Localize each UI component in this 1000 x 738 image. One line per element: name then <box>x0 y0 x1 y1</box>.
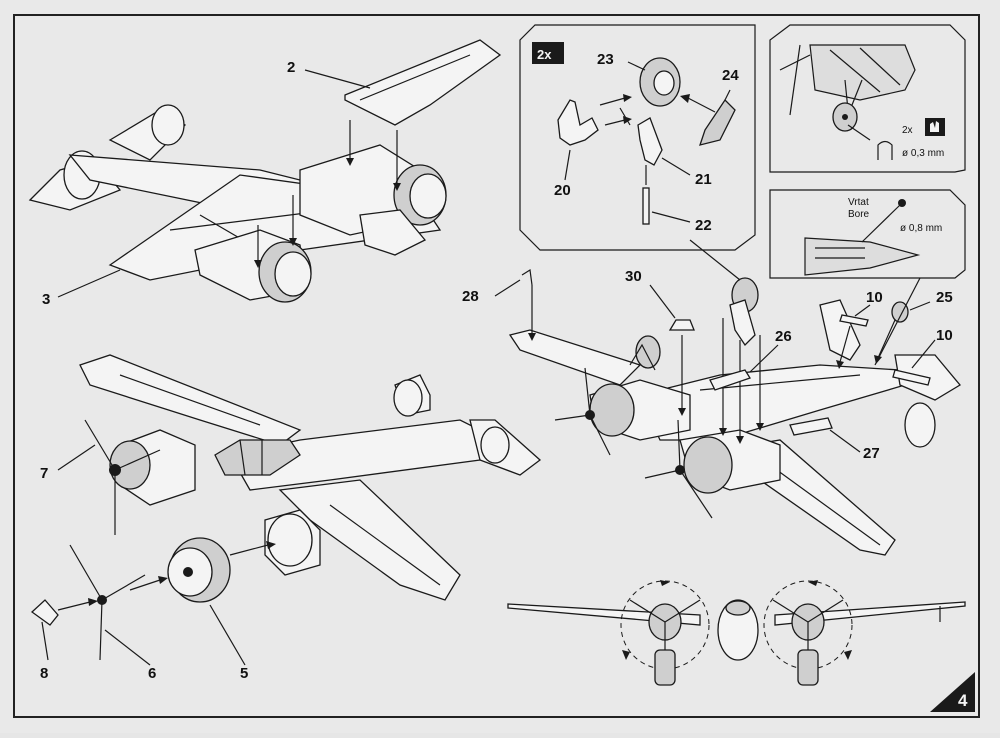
callout-22: 22 <box>695 217 712 234</box>
callout-24: 24 <box>722 67 739 84</box>
callout-21: 21 <box>695 171 712 188</box>
drill-top-quantity: 2x <box>902 125 913 136</box>
drill-bottom-diameter: ø 0,8 mm <box>900 223 942 234</box>
callout-10-top: 10 <box>866 289 883 306</box>
callout-2: 2 <box>287 59 295 76</box>
drill-inset-bottom <box>769 189 966 279</box>
drill-top-diameter: ø 0,3 mm <box>902 148 944 159</box>
callout-8: 8 <box>40 665 48 682</box>
drill-inset-top <box>769 24 966 173</box>
callout-26: 26 <box>775 328 792 345</box>
callout-28: 28 <box>462 288 479 305</box>
wing-assembly-view <box>28 39 502 303</box>
engine-propeller-view <box>30 354 542 666</box>
callout-3: 3 <box>42 291 50 308</box>
callout-7: 7 <box>40 465 48 482</box>
callout-20: 20 <box>554 182 571 199</box>
landing-gear-quantity: 2x <box>537 47 552 62</box>
callout-25: 25 <box>936 289 953 306</box>
undercarriage-assembly-view <box>494 239 961 556</box>
hand-glue-icon <box>925 118 945 136</box>
callout-30: 30 <box>625 268 642 285</box>
callout-23: 23 <box>597 51 614 68</box>
front-view <box>507 580 966 686</box>
callout-27: 27 <box>863 445 880 462</box>
page-number-badge <box>930 672 975 712</box>
callout-10-right: 10 <box>936 327 953 344</box>
page-border <box>13 14 980 718</box>
page-number: 4 <box>958 691 968 710</box>
landing-gear-inset <box>519 24 756 251</box>
drill-bottom-line2: Bore <box>848 209 870 220</box>
callout-5: 5 <box>240 665 248 682</box>
drill-icon <box>861 204 901 243</box>
callout-6: 6 <box>148 665 156 682</box>
drill-bottom-line1: Vrtat <box>848 197 869 208</box>
quantity-badge <box>532 42 564 64</box>
